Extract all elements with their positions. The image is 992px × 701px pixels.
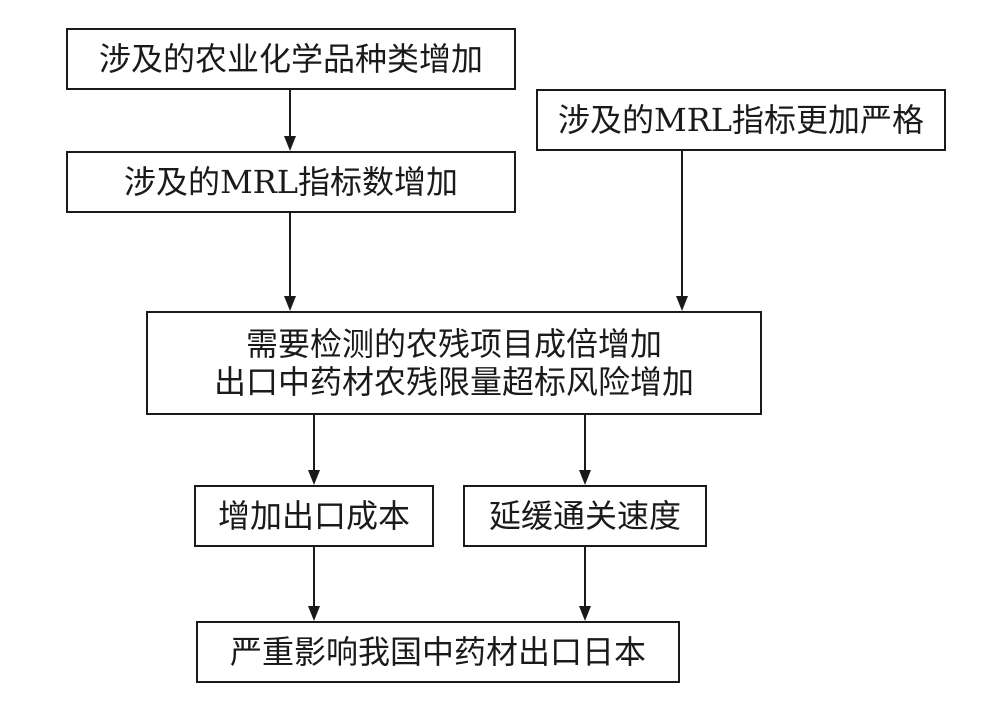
box-cost-text: 增加出口成本 (217, 497, 410, 535)
box-impact: 严重影响我国中药材出口日本 (196, 621, 680, 683)
box-chemical-types-text: 涉及的农业化学品种类增加 (98, 40, 483, 78)
box-chemical-types: 涉及的农业化学品种类增加 (66, 28, 516, 90)
arrow-clearance-to-impact (579, 547, 591, 621)
arrow-risk-to-cost (308, 415, 320, 485)
arrow-cost-to-impact (308, 547, 320, 621)
arrow-mrl-count-to-risk (284, 213, 296, 311)
box-mrl-stricter-text: 涉及的MRL指标更加严格 (557, 101, 925, 139)
box-mrl-stricter: 涉及的MRL指标更加严格 (536, 89, 946, 151)
box-risk-line1: 需要检测的农残项目成倍增加 (245, 325, 662, 363)
box-clearance: 延缓通关速度 (463, 485, 707, 547)
box-risk-line2: 出口中药材农残限量超标风险增加 (213, 363, 694, 401)
arrow-risk-to-clearance (579, 415, 591, 485)
box-cost: 增加出口成本 (194, 485, 434, 547)
box-clearance-text: 延缓通关速度 (488, 497, 681, 535)
box-impact-text: 严重影响我国中药材出口日本 (229, 633, 646, 671)
arrow-chemical-types-to-mrl-count (284, 90, 296, 151)
box-mrl-count-text: 涉及的MRL指标数增加 (123, 163, 459, 201)
box-risk: 需要检测的农残项目成倍增加 出口中药材农残限量超标风险增加 (146, 311, 762, 415)
arrow-mrl-stricter-to-risk (676, 151, 688, 311)
box-mrl-count: 涉及的MRL指标数增加 (66, 151, 516, 213)
